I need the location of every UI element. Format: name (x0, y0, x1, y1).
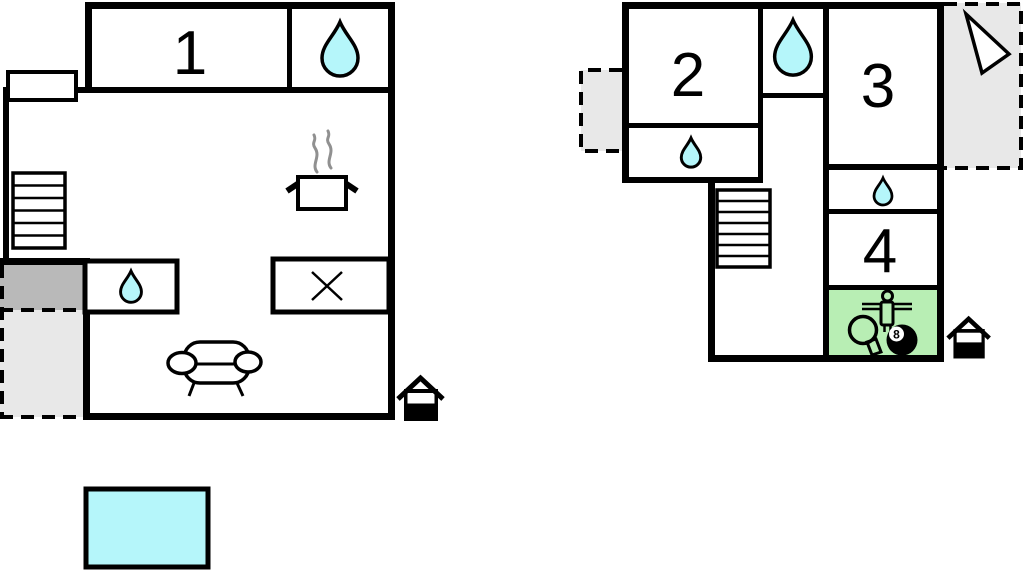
swimming-pool (83, 486, 211, 570)
wall-segment (622, 2, 629, 183)
wall-segment (83, 413, 395, 420)
balcony-right-dashed-border (944, 2, 1023, 170)
wall-segment (622, 2, 944, 9)
wall-segment (823, 164, 944, 170)
room-3-label: 3 (861, 52, 895, 121)
wall-segment (823, 209, 944, 214)
entrance-house-icon (948, 319, 989, 359)
wall-segment (85, 2, 92, 93)
first-floor-plan: 2 3 4 8 (579, 2, 1023, 362)
wall-segment (823, 2, 829, 362)
wall-segment (85, 87, 395, 93)
wall-segment (0, 258, 90, 265)
room-4-label: 4 (863, 217, 897, 286)
foosball-player-icon (862, 289, 912, 332)
wall-segment (622, 123, 763, 128)
wall-segment (622, 177, 763, 183)
room-2-label: 2 (671, 41, 705, 110)
stairs-icon (715, 188, 772, 269)
annex-dark-area (0, 265, 83, 310)
wall-segment (823, 285, 944, 290)
entrance-house-icon (398, 378, 443, 421)
water-drop-icon (872, 176, 894, 207)
wall-segment (83, 258, 90, 420)
ground-floor-plan: 1 (0, 2, 443, 570)
roof-window-icon (270, 256, 392, 315)
balcony-left-area (581, 70, 622, 151)
annex-light-area (0, 310, 83, 417)
wall-segment (3, 87, 9, 265)
eight-ball-icon: 8 (886, 324, 918, 356)
first-floor-walls (622, 2, 944, 362)
annex-dashed-border (0, 265, 88, 419)
stove-icon (285, 129, 359, 211)
wall-segment (708, 177, 715, 362)
water-drop-icon (679, 136, 703, 169)
north-arrow-icon (962, 8, 1012, 76)
sofa-icon (166, 340, 263, 397)
water-drop-icon (772, 18, 814, 77)
water-drop-icon (320, 20, 360, 78)
wall-segment (937, 2, 944, 362)
stairs-icon (11, 171, 67, 250)
wall-segment (287, 2, 292, 93)
table-tennis-icon (847, 314, 883, 357)
eight-ball-label: 8 (893, 328, 900, 342)
window-icon (6, 70, 78, 102)
wall-segment (85, 2, 395, 9)
wall-segment (388, 2, 395, 420)
wall-segment (758, 2, 763, 183)
room-1-label: 1 (173, 19, 207, 88)
wall-segment (758, 93, 829, 98)
